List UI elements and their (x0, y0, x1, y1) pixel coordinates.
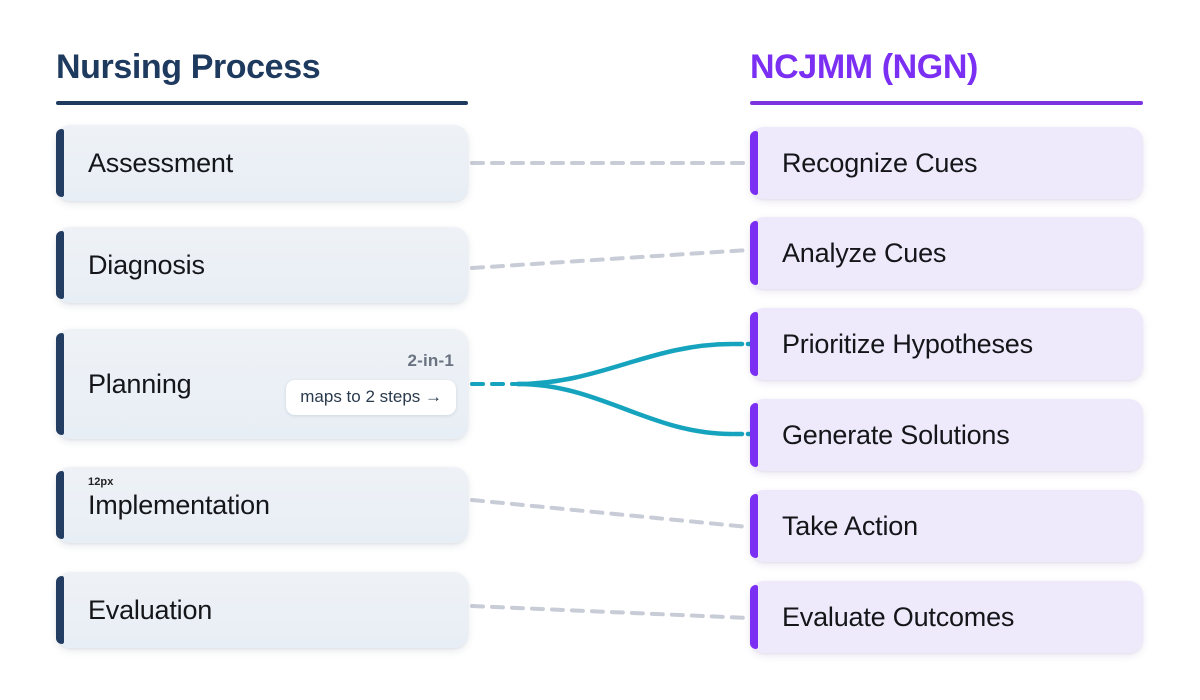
column-heading-ncjmm: NCJMM (NGN) (750, 50, 1143, 105)
card-take-action[interactable]: Take Action (750, 490, 1143, 562)
card-label: Recognize Cues (782, 147, 978, 178)
card-label: Analyze Cues (782, 237, 947, 268)
card-label: Evaluation (88, 594, 213, 625)
card-accent-bar (56, 333, 64, 435)
card-label: Prioritize Hypotheses (782, 328, 1033, 359)
connector-planning-generate-solutions (515, 381, 735, 437)
connector-planning-prioritize-hypotheses (515, 341, 735, 387)
nursing-process-title: Nursing Process (56, 48, 321, 86)
card-evaluation[interactable]: Evaluation (56, 572, 468, 648)
card-label: Planning (88, 368, 192, 399)
card-implementation[interactable]: 12px Implementation (56, 467, 468, 543)
card-accent-bar (750, 494, 758, 558)
ncjmm-title: NCJMM (NGN) (750, 48, 978, 86)
card-diagnosis[interactable]: Diagnosis (56, 227, 468, 303)
maps-to-2-steps-pill[interactable]: maps to 2 steps → (286, 380, 456, 415)
card-label: Assessment (88, 147, 234, 178)
card-label: Evaluate Outcomes (782, 601, 1015, 632)
card-generate-solutions[interactable]: Generate Solutions (750, 399, 1143, 471)
card-accent-bar (56, 129, 64, 197)
card-label: Implementation (88, 489, 270, 520)
ncjmm-underline (750, 101, 1143, 105)
size-annotation-12px: 12px (88, 476, 114, 488)
card-accent-bar (56, 576, 64, 644)
connector-implementation-take-action (470, 498, 750, 529)
connector-diagnosis-analyze-cues (470, 248, 750, 270)
card-accent-bar (56, 471, 64, 539)
card-assessment[interactable]: Assessment (56, 125, 468, 201)
card-accent-bar (750, 312, 758, 376)
card-planning[interactable]: Planning 2-in-1 maps to 2 steps → (56, 329, 468, 439)
column-heading-nursing-process: Nursing Process (56, 50, 468, 105)
card-accent-bar (56, 231, 64, 299)
card-recognize-cues[interactable]: Recognize Cues (750, 127, 1143, 199)
card-accent-bar (750, 403, 758, 467)
card-accent-bar (750, 221, 758, 285)
card-analyze-cues[interactable]: Analyze Cues (750, 217, 1143, 289)
card-accent-bar (750, 131, 758, 195)
badge-2-in-1: 2-in-1 (407, 351, 454, 370)
connector-evaluation-evaluate-outcomes (470, 604, 750, 620)
card-prioritize-hypotheses[interactable]: Prioritize Hypotheses (750, 308, 1143, 380)
card-label: Diagnosis (88, 249, 205, 280)
card-accent-bar (750, 585, 758, 649)
card-label: Generate Solutions (782, 419, 1010, 450)
nursing-process-underline (56, 101, 468, 105)
card-evaluate-outcomes[interactable]: Evaluate Outcomes (750, 581, 1143, 653)
card-label: Take Action (782, 510, 918, 541)
